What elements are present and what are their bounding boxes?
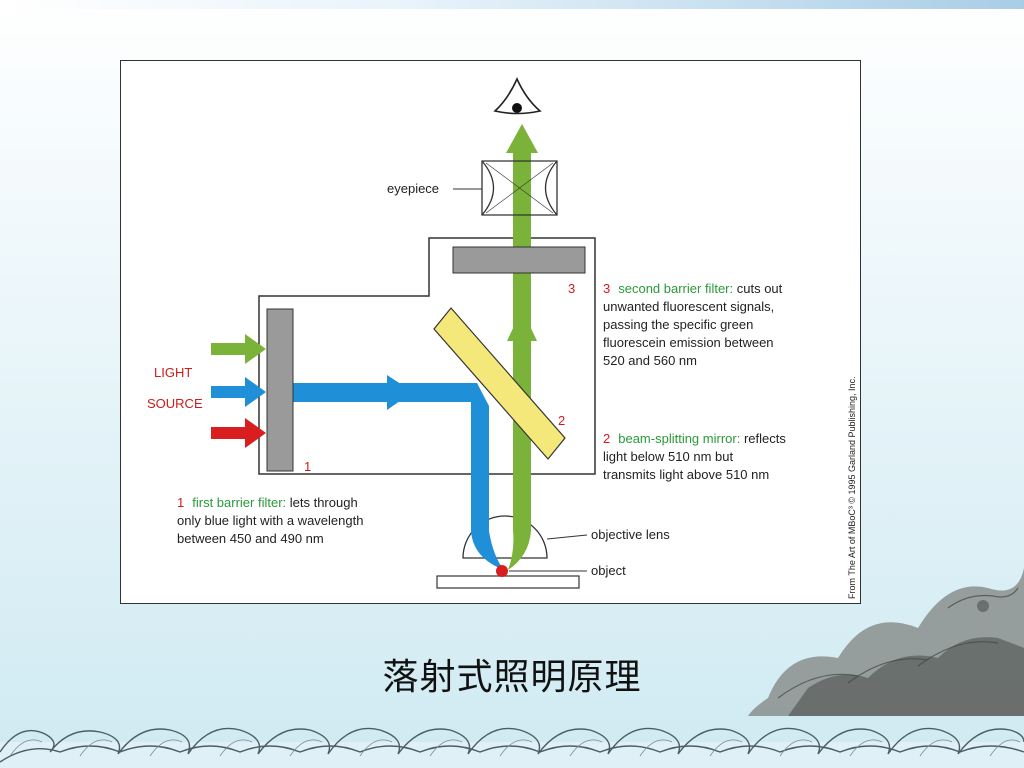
red-input-arrow <box>211 418 266 448</box>
green-arrowhead-top <box>506 124 538 153</box>
blue-beam-horizontal <box>292 383 413 402</box>
mirror-desc-line1: reflects <box>740 431 786 446</box>
green-input-arrow <box>211 334 266 364</box>
filter2-desc-line2: unwanted fluorescent signals, <box>603 299 774 314</box>
blue-input-arrow <box>211 377 266 407</box>
slide-caption: 落射式照明原理 <box>382 657 642 698</box>
green-beam-emission <box>508 149 531 570</box>
green-arrowhead-middle <box>507 309 537 341</box>
mirror-description: 2 beam-splitting mirror: reflects light b… <box>603 431 786 482</box>
wave-border-decoration <box>0 727 1024 768</box>
object-label: object <box>591 563 626 578</box>
mirror-desc-line2: light below 510 nm but <box>603 449 733 464</box>
mirror-desc-title: beam-splitting mirror: <box>618 431 740 446</box>
filter1-number-marker: 1 <box>304 459 311 474</box>
objective-leader <box>546 534 588 540</box>
dragon-decoration <box>748 568 1024 716</box>
filter2-desc-line1: cuts out <box>733 281 783 296</box>
mirror-desc-line3: transmits light above 510 nm <box>603 467 769 482</box>
filter2-desc-line4: fluorescein emission between <box>603 335 774 350</box>
filter2-description: 3 second barrier filter: cuts out unwante… <box>603 281 783 368</box>
light-label: LIGHT <box>154 365 192 380</box>
object-slide <box>436 575 580 589</box>
filter1-desc-number: 1 <box>177 495 184 510</box>
object-point <box>496 565 508 577</box>
beam-splitting-mirror <box>433 307 566 460</box>
blue-arrowhead <box>387 375 413 410</box>
filter2-desc-line3: passing the specific green <box>603 317 753 332</box>
second-barrier-filter <box>452 246 586 274</box>
filter2-number-marker: 3 <box>568 281 575 296</box>
eyepiece-lens <box>481 160 558 216</box>
filter2-description-line1: 3 second barrier filter: cuts out <box>603 281 783 296</box>
eye-pupil-icon <box>512 103 522 113</box>
epi-illumination-diagram: eyepiece LIGHT SOURCE 1 2 3 objective le… <box>120 60 861 604</box>
mirror-description-line1: 2 beam-splitting mirror: reflects <box>603 431 786 446</box>
copyright-credit: From The Art of MBoC³ © 1995 Garland Pub… <box>847 376 857 599</box>
mirror-desc-number: 2 <box>603 431 610 446</box>
filter1-description-line1: 1 first barrier filter: lets through <box>177 495 358 510</box>
microscope-housing <box>258 237 596 475</box>
filter1-desc-line1: lets through <box>286 495 358 510</box>
eyepiece-lens-detail <box>485 162 554 214</box>
eyepiece-label: eyepiece <box>387 181 439 196</box>
filter2-desc-number: 3 <box>603 281 610 296</box>
filter1-description: 1 first barrier filter: lets through only… <box>177 495 363 546</box>
eye-icon <box>493 77 542 115</box>
blue-beam-to-object <box>471 501 504 570</box>
source-label: SOURCE <box>147 396 203 411</box>
mirror-number-marker: 2 <box>558 413 565 428</box>
diagram-canvas: eyepiece LIGHT SOURCE 1 2 3 objective le… <box>147 77 857 599</box>
blue-beam-reflected <box>413 383 489 501</box>
filter1-desc-line2: only blue light with a wavelength <box>177 513 363 528</box>
filter2-desc-title: second barrier filter: <box>618 281 733 296</box>
filter2-desc-line5: 520 and 560 nm <box>603 353 697 368</box>
objective-lens-label: objective lens <box>591 527 670 542</box>
first-barrier-filter <box>266 308 294 472</box>
filter1-desc-title: first barrier filter: <box>192 495 286 510</box>
filter1-desc-line3: between 450 and 490 nm <box>177 531 324 546</box>
top-bar <box>0 0 1024 9</box>
